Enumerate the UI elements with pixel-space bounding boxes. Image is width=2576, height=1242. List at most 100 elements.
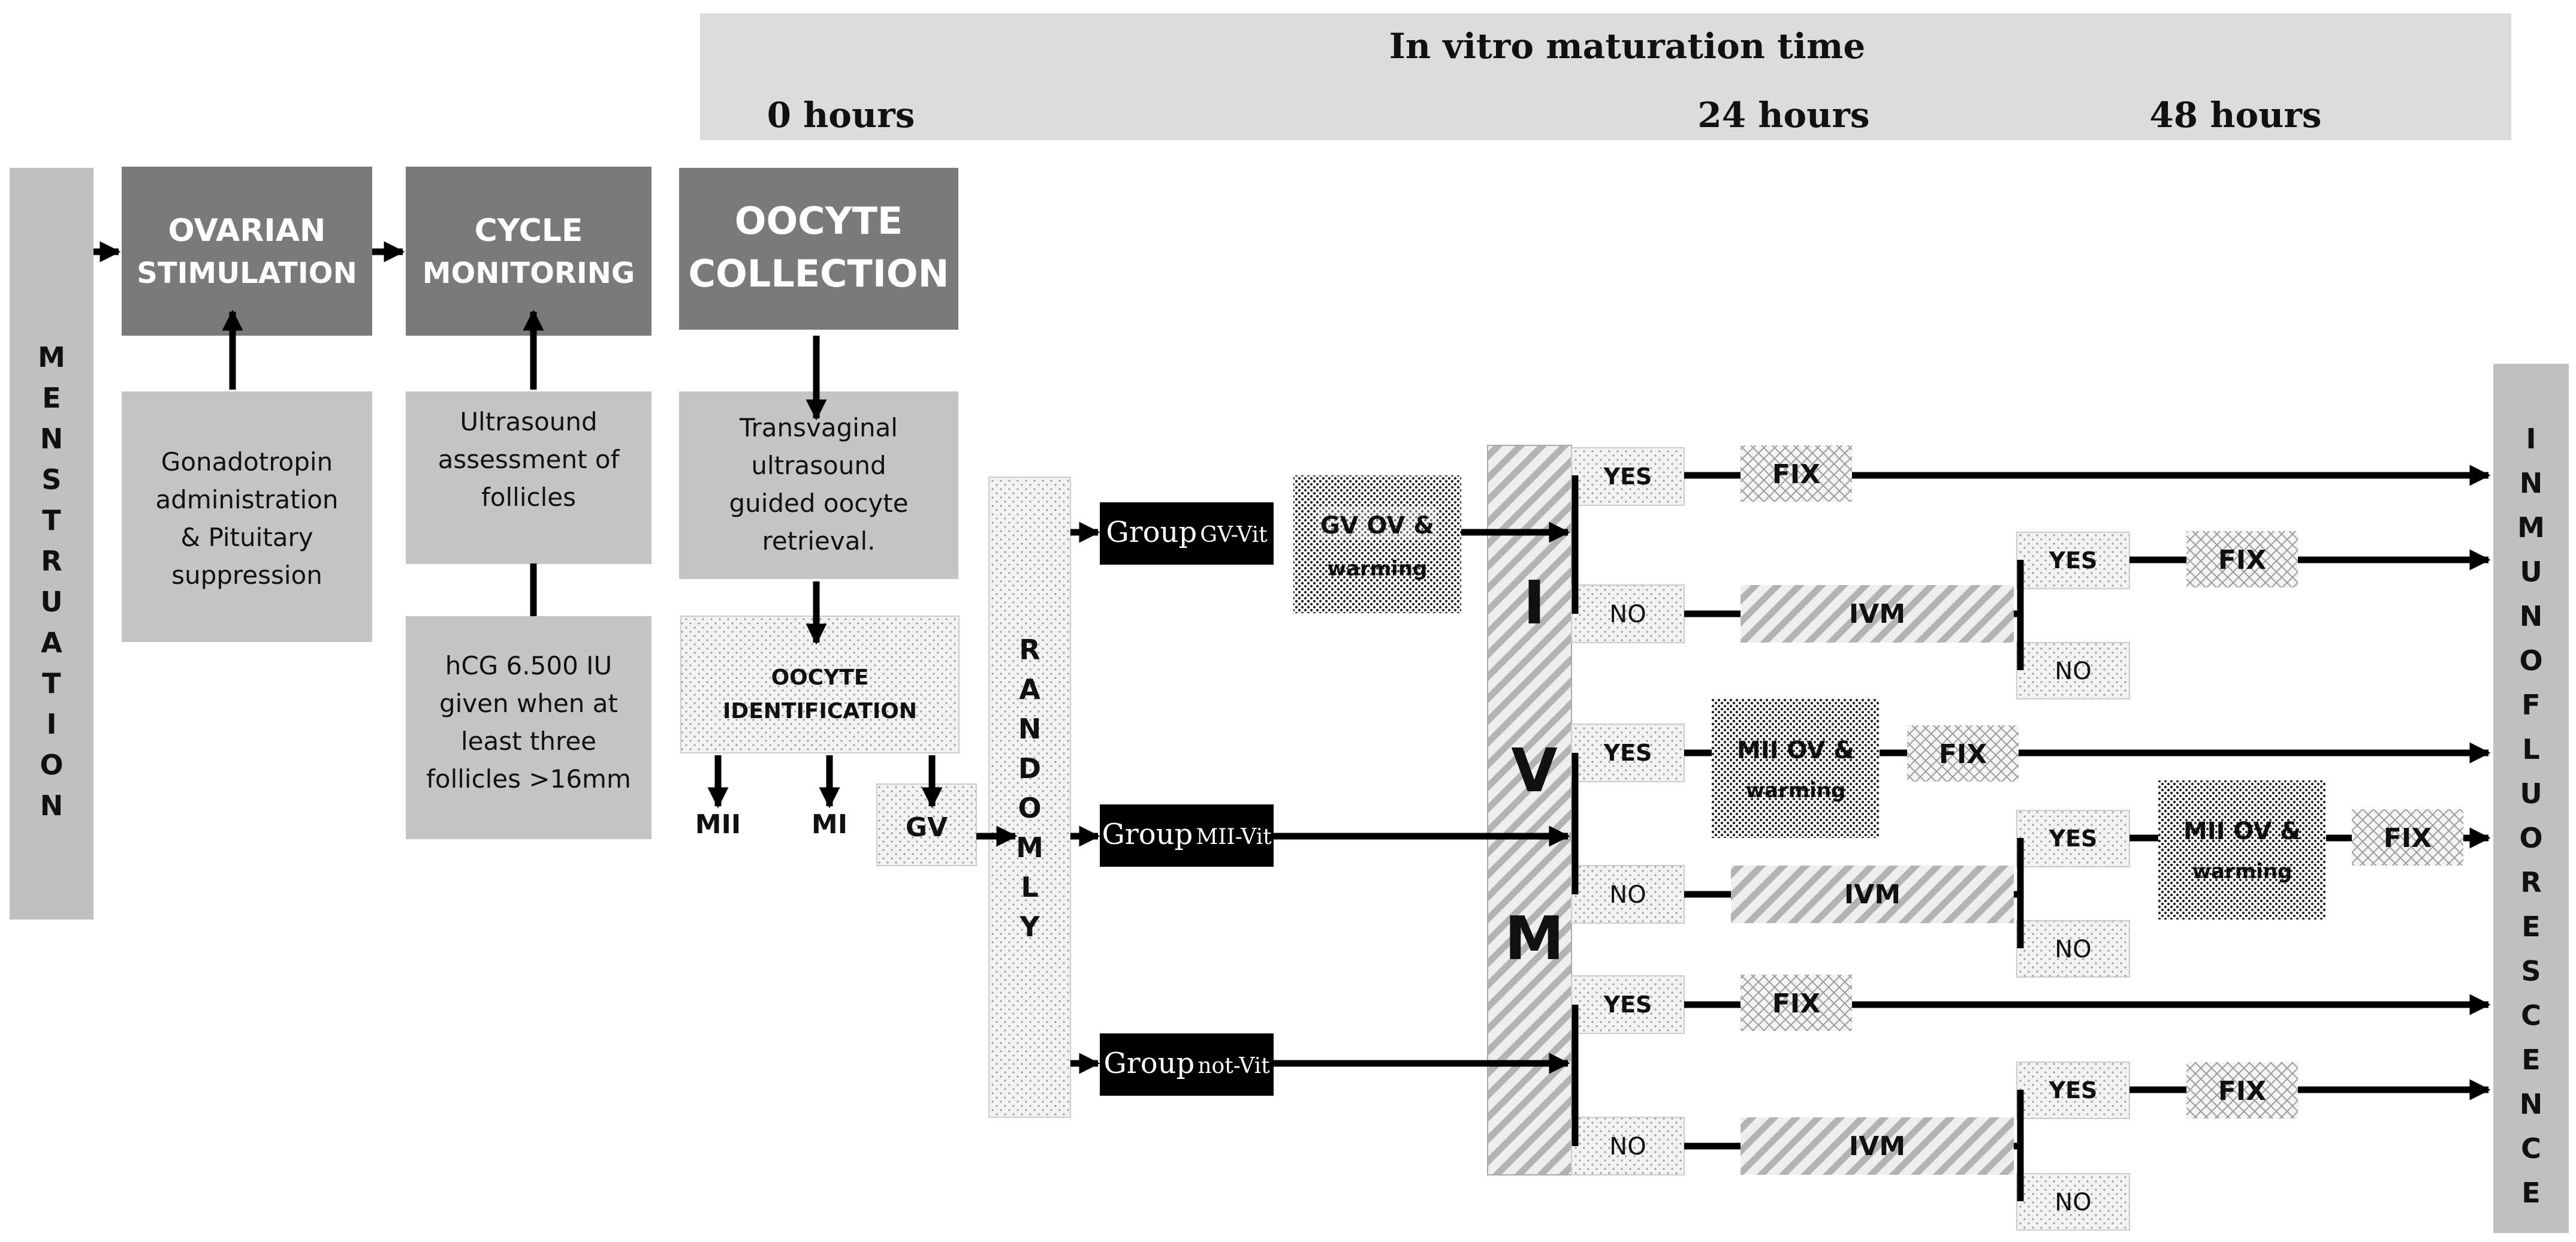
ivm-vertical-letter: V bbox=[1511, 735, 1557, 806]
yes-box-3: YES bbox=[1571, 724, 1685, 782]
group-not-vit-label: Group not-Vit bbox=[1103, 1047, 1270, 1080]
no-box-3: NO bbox=[1571, 865, 1685, 924]
fix-box-5: FIX bbox=[1741, 975, 1852, 1031]
svg-text:FIX: FIX bbox=[2218, 545, 2266, 575]
inmunofluorescence-letter: R bbox=[2520, 866, 2541, 899]
identification-line-2: IDENTIFICATION bbox=[723, 699, 917, 724]
mii-warming-box-2: MII OV & warming bbox=[2158, 780, 2326, 920]
ultrasound-line-1: Ultrasound bbox=[460, 407, 597, 436]
ivm-vertical-letter: I bbox=[1523, 568, 1545, 638]
inmunofluorescence-bar bbox=[2493, 364, 2569, 1233]
svg-text:FIX: FIX bbox=[2384, 823, 2432, 854]
gonadotropin-line-2: administration bbox=[155, 485, 338, 514]
transvaginal-line-4: retrieval. bbox=[762, 526, 875, 556]
transvaginal-line-2: ultrasound bbox=[751, 451, 886, 480]
transvaginal-line-3: guided oocyte bbox=[729, 489, 908, 518]
menstruation-letter: N bbox=[40, 789, 64, 822]
randomly-letter: L bbox=[1021, 871, 1038, 903]
yes-box-2: YES bbox=[2016, 532, 2130, 589]
no-box-1: NO bbox=[1571, 584, 1685, 643]
timeline-0h: 0 hours bbox=[767, 95, 915, 135]
yes-box-5: YES bbox=[1571, 975, 1685, 1034]
menstruation-letter: U bbox=[40, 586, 62, 618]
cycle-line-1: CYCLE bbox=[475, 213, 583, 249]
menstruation-letter: A bbox=[41, 626, 62, 659]
inmunofluorescence-letter: E bbox=[2521, 1177, 2540, 1209]
randomly-letter: D bbox=[1018, 752, 1041, 785]
stage-gv: GV bbox=[906, 812, 948, 843]
randomly-bar bbox=[988, 477, 1071, 1118]
no-box-2: NO bbox=[2016, 642, 2130, 700]
ivm-box-2: IVM bbox=[1731, 866, 2014, 923]
group-mii-vit: Group MII-Vit bbox=[1100, 804, 1274, 867]
ultrasound-line-3: follicles bbox=[481, 483, 576, 512]
yes-box-1: YES bbox=[1571, 447, 1685, 506]
svg-text:IVM: IVM bbox=[1849, 599, 1905, 629]
menstruation-letter: T bbox=[42, 667, 61, 700]
svg-text:FIX: FIX bbox=[2218, 1076, 2266, 1107]
fix-box-2: FIX bbox=[2186, 531, 2298, 587]
stage-mi: MI bbox=[812, 809, 847, 840]
collection-line-2: COLLECTION bbox=[688, 252, 949, 296]
timeline-header: In vitro maturation time 0 hours 24 hour… bbox=[700, 13, 2511, 140]
hcg-line-4: follicles >16mm bbox=[426, 764, 631, 794]
fix-box-4: FIX bbox=[2352, 809, 2463, 866]
ultrasound-assessment-box: Ultrasound assessment of follicles bbox=[406, 391, 651, 564]
randomly-letter: Y bbox=[1019, 911, 1040, 943]
menstruation-letter: N bbox=[40, 423, 64, 455]
mii-warming-box-1: MII OV & warming bbox=[1712, 699, 1880, 838]
menstruation-letter: R bbox=[41, 545, 62, 577]
ivm-box-1: IVM bbox=[1741, 585, 2014, 643]
randomly-letter: M bbox=[1016, 831, 1043, 864]
timeline-24h: 24 hours bbox=[1697, 95, 1869, 135]
mii-warming-1-line-1: MII OV & bbox=[1737, 737, 1854, 764]
inmunofluorescence-letter: E bbox=[2521, 1044, 2540, 1076]
yes-box-4: YES bbox=[2016, 810, 2130, 867]
menstruation-bar bbox=[10, 168, 93, 920]
inmunofluorescence-letter: C bbox=[2521, 999, 2541, 1032]
fix-box-3: FIX bbox=[1907, 725, 2019, 782]
group-not-vit: Group not-Vit bbox=[1100, 1033, 1274, 1096]
gonadotropin-line-3: & Pituitary bbox=[180, 523, 313, 552]
mii-warming-2-line-2: warming bbox=[2192, 860, 2293, 884]
menstruation-letter: E bbox=[42, 382, 61, 414]
ivm-vertical-label: IVM bbox=[1504, 568, 1564, 973]
svg-text:NO: NO bbox=[2055, 1189, 2091, 1216]
svg-text:YES: YES bbox=[2049, 825, 2098, 852]
no-box-6: NO bbox=[2016, 1173, 2130, 1231]
inmunofluorescence-letter: S bbox=[2521, 955, 2541, 987]
hcg-line-3: least three bbox=[461, 726, 596, 756]
randomly-letter: A bbox=[1019, 673, 1040, 706]
svg-text:IVM: IVM bbox=[1844, 879, 1901, 910]
no-box-4: NO bbox=[2016, 920, 2130, 978]
svg-text:YES: YES bbox=[1603, 740, 1652, 766]
stage-gv-box: GV bbox=[876, 783, 977, 866]
no-box-5: NO bbox=[1571, 1117, 1685, 1175]
ovarian-line-2: STIMULATION bbox=[137, 257, 357, 290]
svg-text:YES: YES bbox=[2049, 547, 2098, 574]
svg-text:NO: NO bbox=[2055, 936, 2091, 963]
stage-mii: MII bbox=[695, 809, 741, 840]
svg-text:FIX: FIX bbox=[1772, 988, 1820, 1019]
svg-text:YES: YES bbox=[1603, 463, 1652, 490]
gonadotropin-line-1: Gonadotropin bbox=[161, 447, 333, 477]
cycle-line-2: MONITORING bbox=[423, 257, 635, 290]
group-mii-vit-label: Group MII-Vit bbox=[1102, 818, 1272, 851]
identification-line-1: OOCYTE bbox=[771, 665, 869, 690]
oocyte-identification-box: OOCYTE IDENTIFICATION bbox=[680, 616, 960, 753]
svg-text:NO: NO bbox=[2055, 658, 2091, 685]
randomly-letter: N bbox=[1018, 713, 1042, 745]
menstruation-letter: S bbox=[41, 463, 61, 496]
menstruation-letter: I bbox=[46, 708, 56, 740]
gv-warming-box: GV OV & warming bbox=[1293, 475, 1461, 613]
svg-text:YES: YES bbox=[2049, 1077, 2098, 1104]
inmunofluorescence-letter: C bbox=[2521, 1132, 2541, 1165]
randomly-letter: R bbox=[1019, 634, 1040, 666]
fix-box-6: FIX bbox=[2186, 1062, 2298, 1119]
group-gv-vit-label: Group GV-Vit bbox=[1106, 516, 1268, 549]
hcg-line-2: given when at bbox=[439, 689, 618, 718]
